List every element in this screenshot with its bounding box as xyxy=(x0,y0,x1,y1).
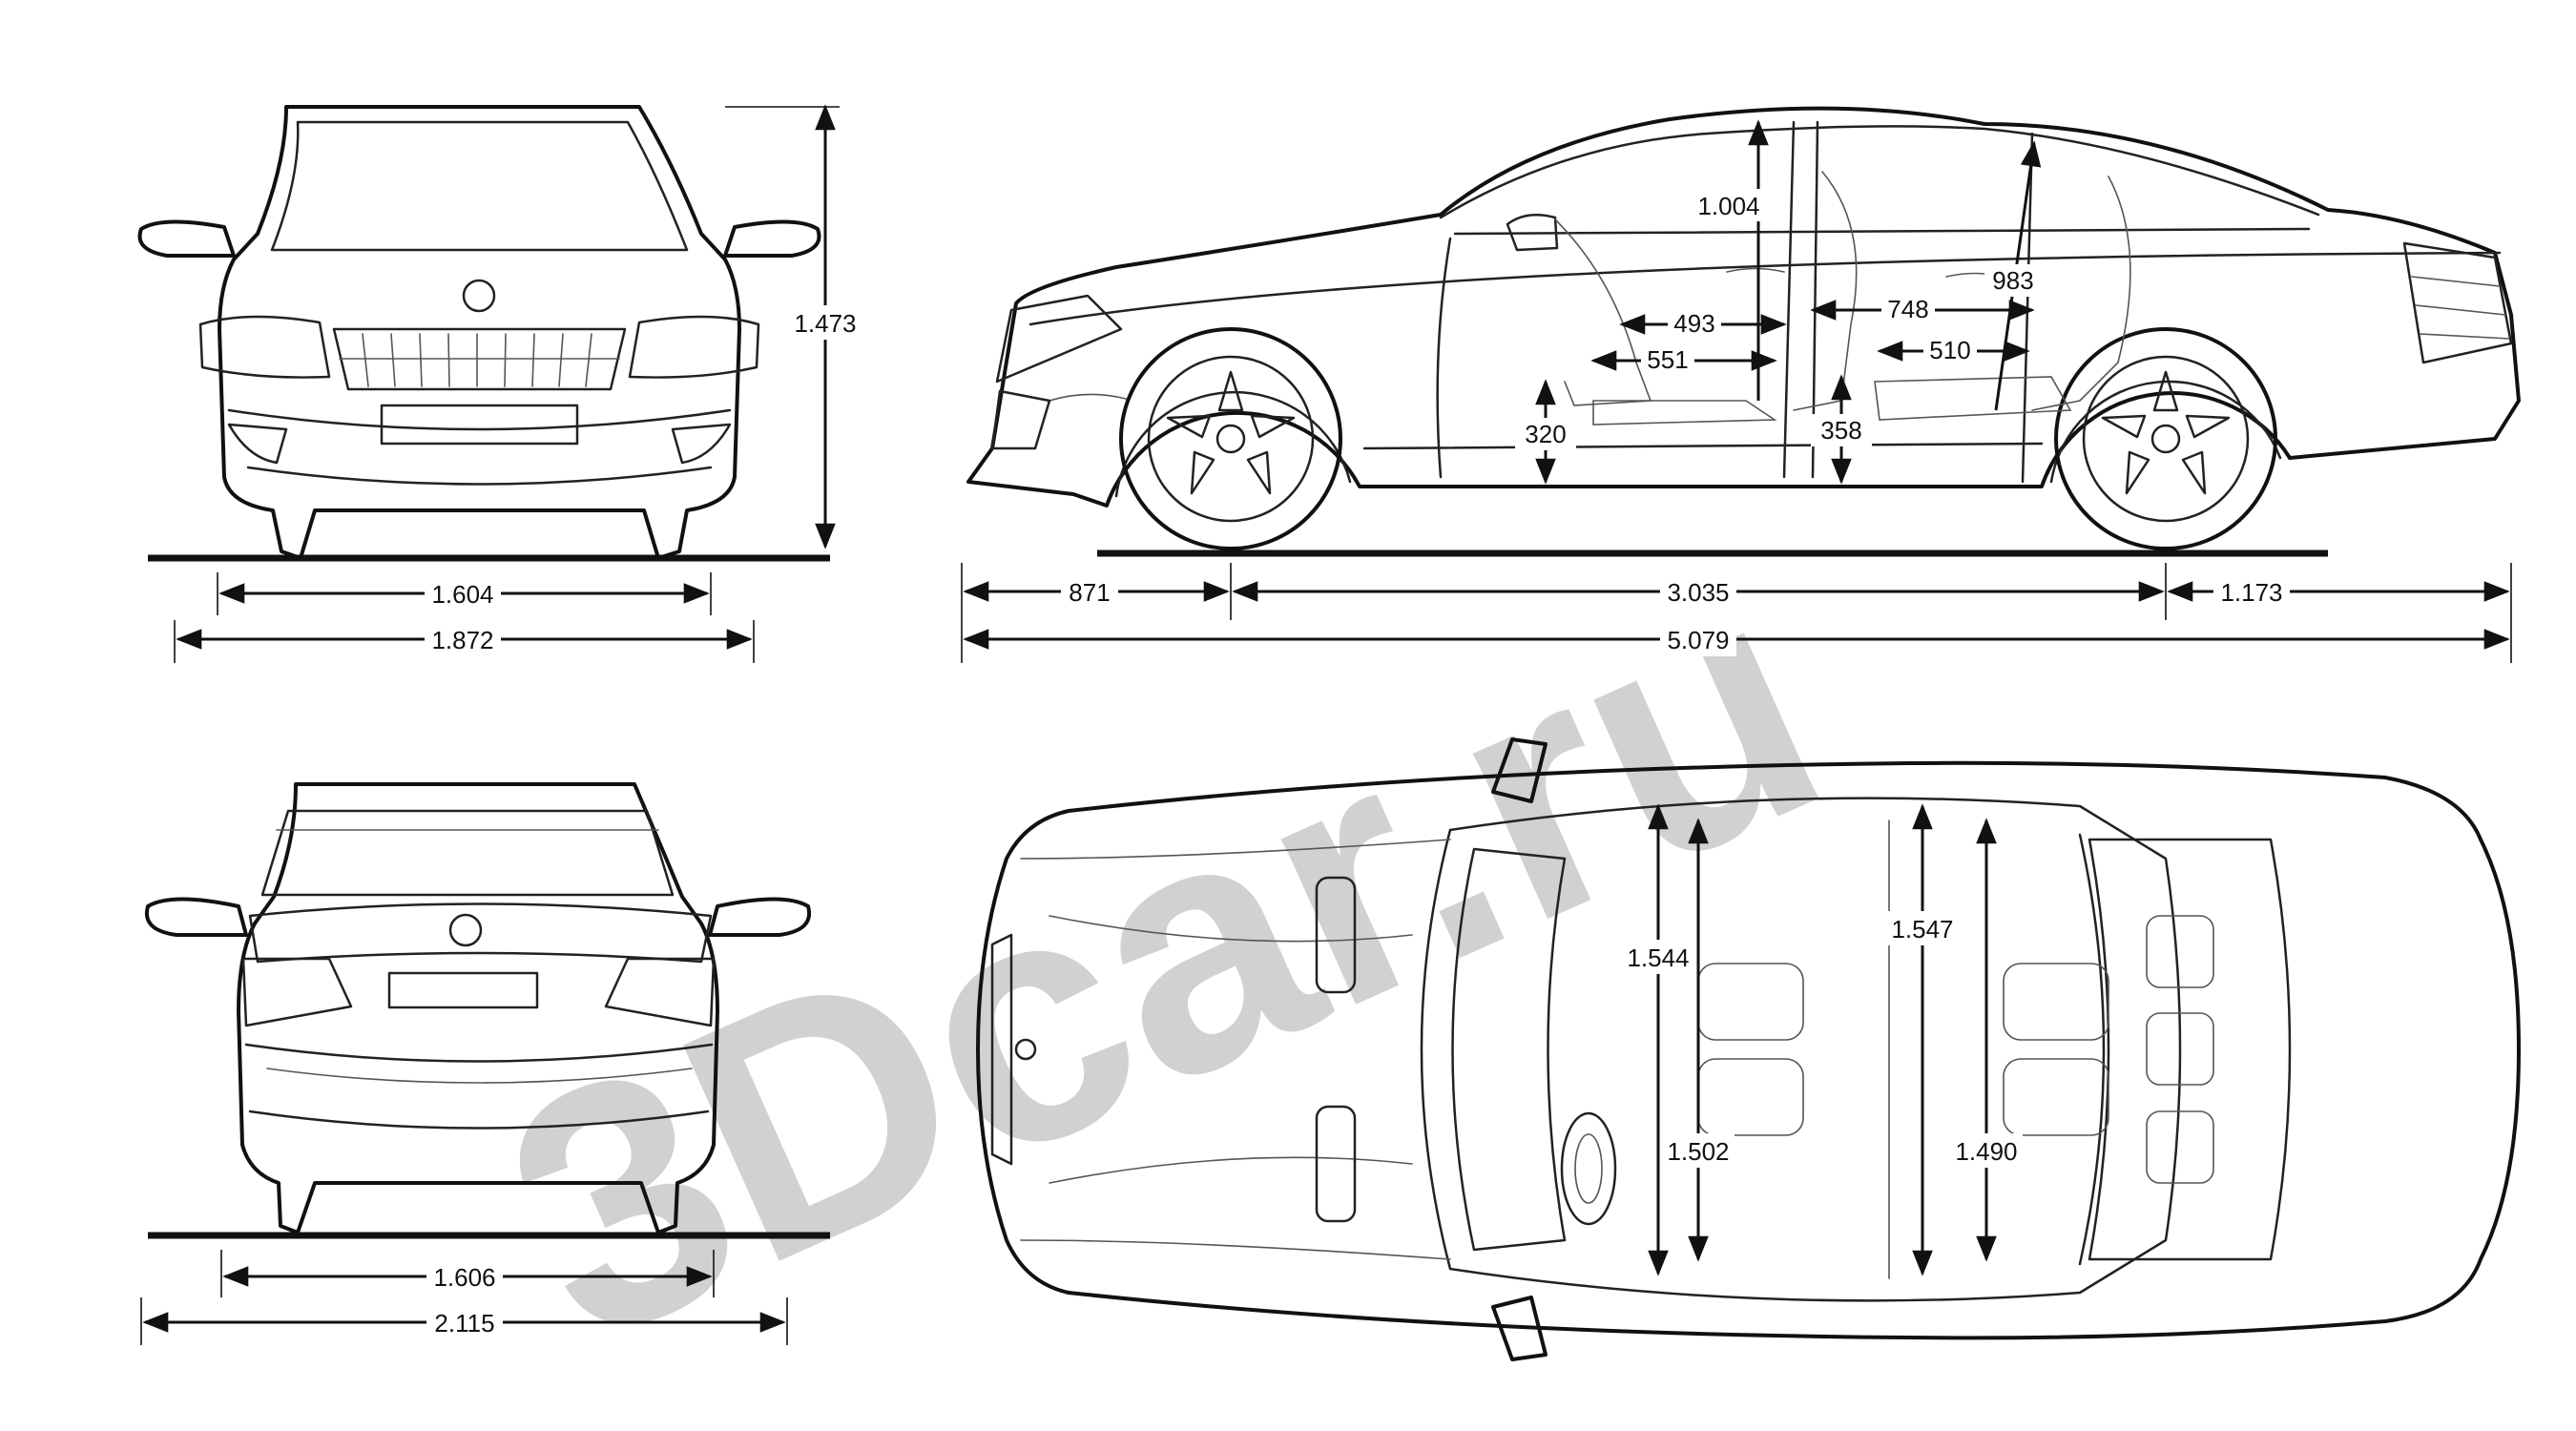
dim-overall-length: 5.079 xyxy=(1667,626,1729,654)
dim-front-headroom: 1.004 xyxy=(1697,192,1759,220)
dim-rear-hip-width: 1.490 xyxy=(1955,1137,2017,1166)
rear-view: 1.606 2.115 xyxy=(140,782,830,1345)
dim-rear-width: 2.115 xyxy=(434,1309,494,1338)
dim-rear-seat-height: 358 xyxy=(1820,416,1861,445)
dim-rear-knee-room: 748 xyxy=(1887,295,1928,323)
dim-front-height: 1.473 xyxy=(794,309,856,338)
dim-front-seat-height: 320 xyxy=(1525,420,1566,448)
dim-rear-seat-depth: 510 xyxy=(1929,336,1970,364)
dim-front-seat-depth: 493 xyxy=(1673,309,1714,338)
side-view: 1.004 983 493 551 748 510 320 358 871 3.… xyxy=(961,106,2521,663)
dim-rear-headroom: 983 xyxy=(1992,266,2033,295)
dim-front-width: 1.872 xyxy=(431,626,493,654)
dim-rear-shoulder-width: 1.547 xyxy=(1891,915,1953,944)
front-view: 1.473 1.604 1.872 xyxy=(137,104,866,663)
dim-wheelbase: 3.035 xyxy=(1667,578,1729,607)
dim-rear-track: 1.606 xyxy=(433,1263,495,1292)
dim-front-hip-width: 1.502 xyxy=(1667,1137,1729,1166)
top-view: 1.544 1.502 1.547 1.490 xyxy=(976,737,2521,1361)
dim-front-legroom: 551 xyxy=(1647,345,1688,374)
dim-rear-overhang: 1.173 xyxy=(2220,578,2282,607)
dim-front-track: 1.604 xyxy=(431,580,493,609)
dim-front-shoulder-width: 1.544 xyxy=(1627,944,1689,972)
dim-front-overhang: 871 xyxy=(1069,578,1110,607)
